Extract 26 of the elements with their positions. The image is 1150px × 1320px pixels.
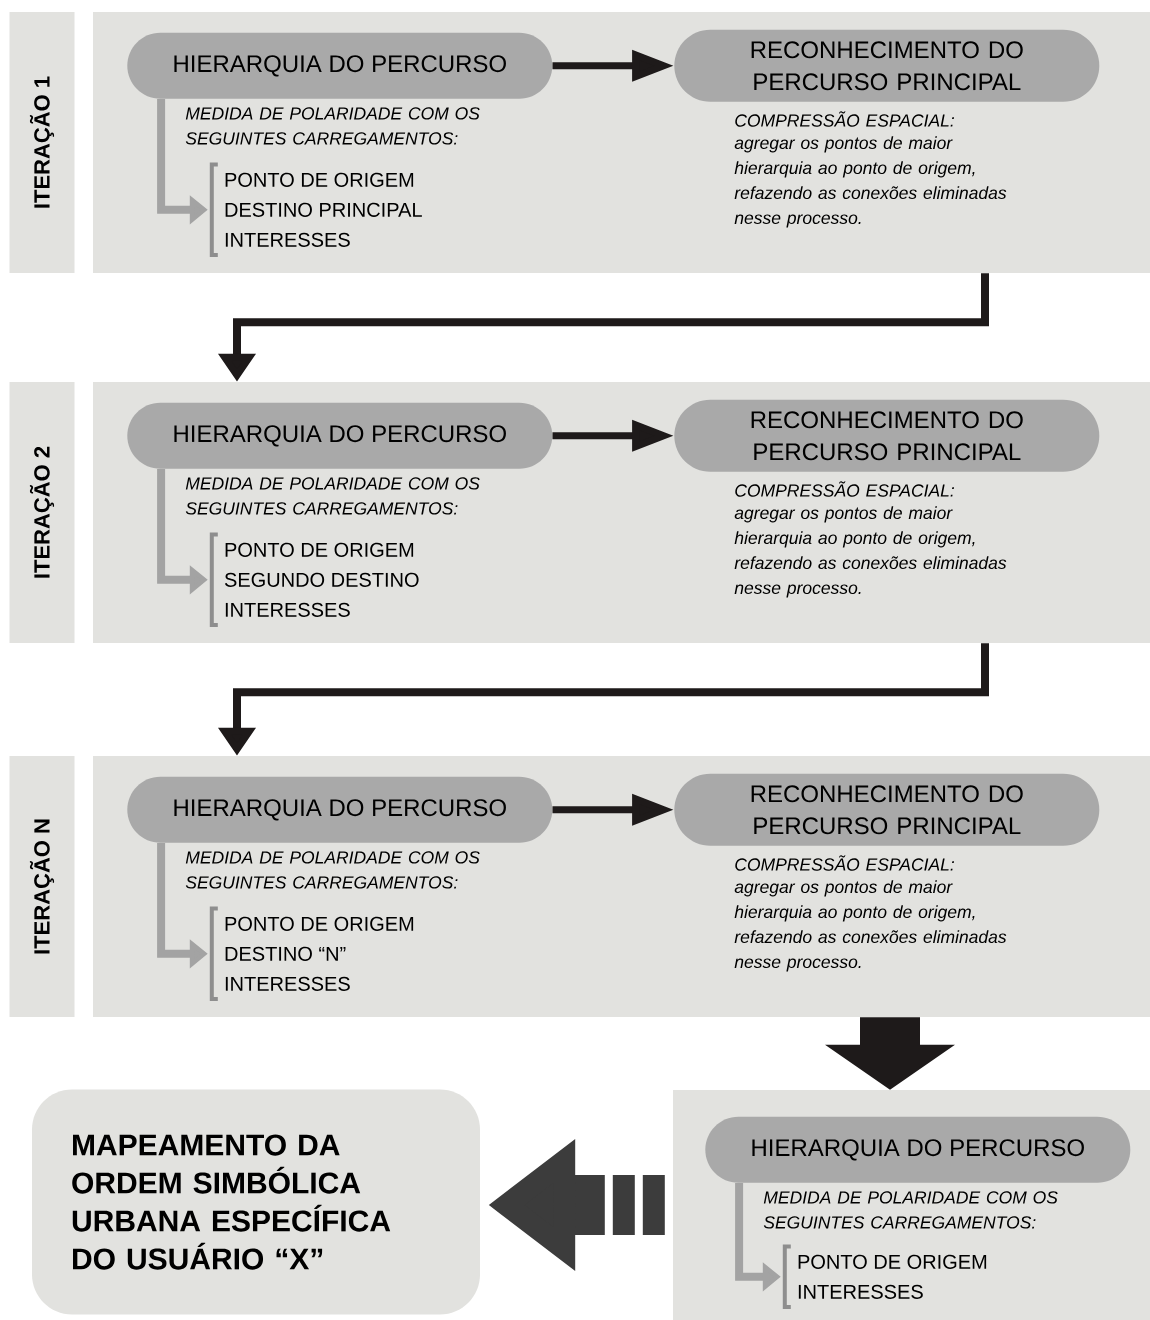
block-arrow bbox=[825, 1017, 955, 1090]
item-list: PONTO DE ORIGEM SEGUNDO DESTINO INTERESSES bbox=[224, 542, 419, 617]
note-text: COMPRESSÃO ESPACIAL: bbox=[735, 855, 955, 871]
item-list: PONTO DE ORIGEM DESTINO PRINCIPAL INTERESSES bbox=[225, 172, 422, 247]
rounded-box: HIERARQUIA DO PERCURSO bbox=[127, 32, 553, 99]
note-text: agregar os pontos de maior hierarquia ao ponto de origem, refazendo as conexões eliminadas nesse processo. bbox=[734, 506, 1007, 598]
result-box: MAPEAMENTO DA ORDEM SIMBÓLICA URBANA ESPECÍFICA DO USUÁRIO “X” bbox=[32, 1089, 480, 1315]
rounded-box: HIERARQUIA DO PERCURSO bbox=[705, 1116, 1131, 1183]
note-text: MEDIDA DE POLARIDADE COM OS SEGUINTES CARREGAMENTOS: bbox=[763, 1191, 1058, 1229]
note-text: agregar os pontos de maior hierarquia ao ponto de origem, refazendo as conexões eliminadas nesse processo. bbox=[734, 880, 1007, 972]
note-text: MEDIDA DE POLARIDADE COM OS SEGUINTES CARREGAMENTOS: bbox=[185, 107, 480, 145]
note-text: COMPRESSÃO ESPACIAL: bbox=[735, 111, 955, 127]
rounded-box: RECONHECIMENTO DO PERCURSO PRINCIPAL bbox=[674, 29, 1100, 102]
note-text: agregar os pontos de maior hierarquia ao ponto de origem, refazendo as conexões eliminadas nesse processo. bbox=[734, 136, 1007, 228]
side-label-band: ITERAÇÃO 2 bbox=[9, 382, 75, 643]
item-list: PONTO DE ORIGEM DESTINO “N” INTERESSES bbox=[225, 916, 414, 991]
item-list: PONTO DE ORIGEM INTERESSES bbox=[798, 1254, 987, 1299]
note-text: MEDIDA DE POLARIDADE COM OS SEGUINTES CARREGAMENTOS: bbox=[185, 851, 480, 889]
side-label-band: ITERAÇÃO 1 bbox=[9, 12, 75, 273]
rounded-box: HIERARQUIA DO PERCURSO bbox=[127, 776, 553, 843]
rounded-box: RECONHECIMENTO DO PERCURSO PRINCIPAL bbox=[674, 399, 1100, 472]
note-text: MEDIDA DE POLARIDADE COM OS SEGUINTES CARREGAMENTOS: bbox=[185, 477, 480, 515]
rounded-box: RECONHECIMENTO DO PERCURSO PRINCIPAL bbox=[674, 773, 1100, 846]
side-label-band: ITERAÇÃO N bbox=[9, 756, 75, 1017]
rounded-box: HIERARQUIA DO PERCURSO bbox=[127, 402, 553, 469]
note-text: COMPRESSÃO ESPACIAL: bbox=[735, 481, 955, 497]
